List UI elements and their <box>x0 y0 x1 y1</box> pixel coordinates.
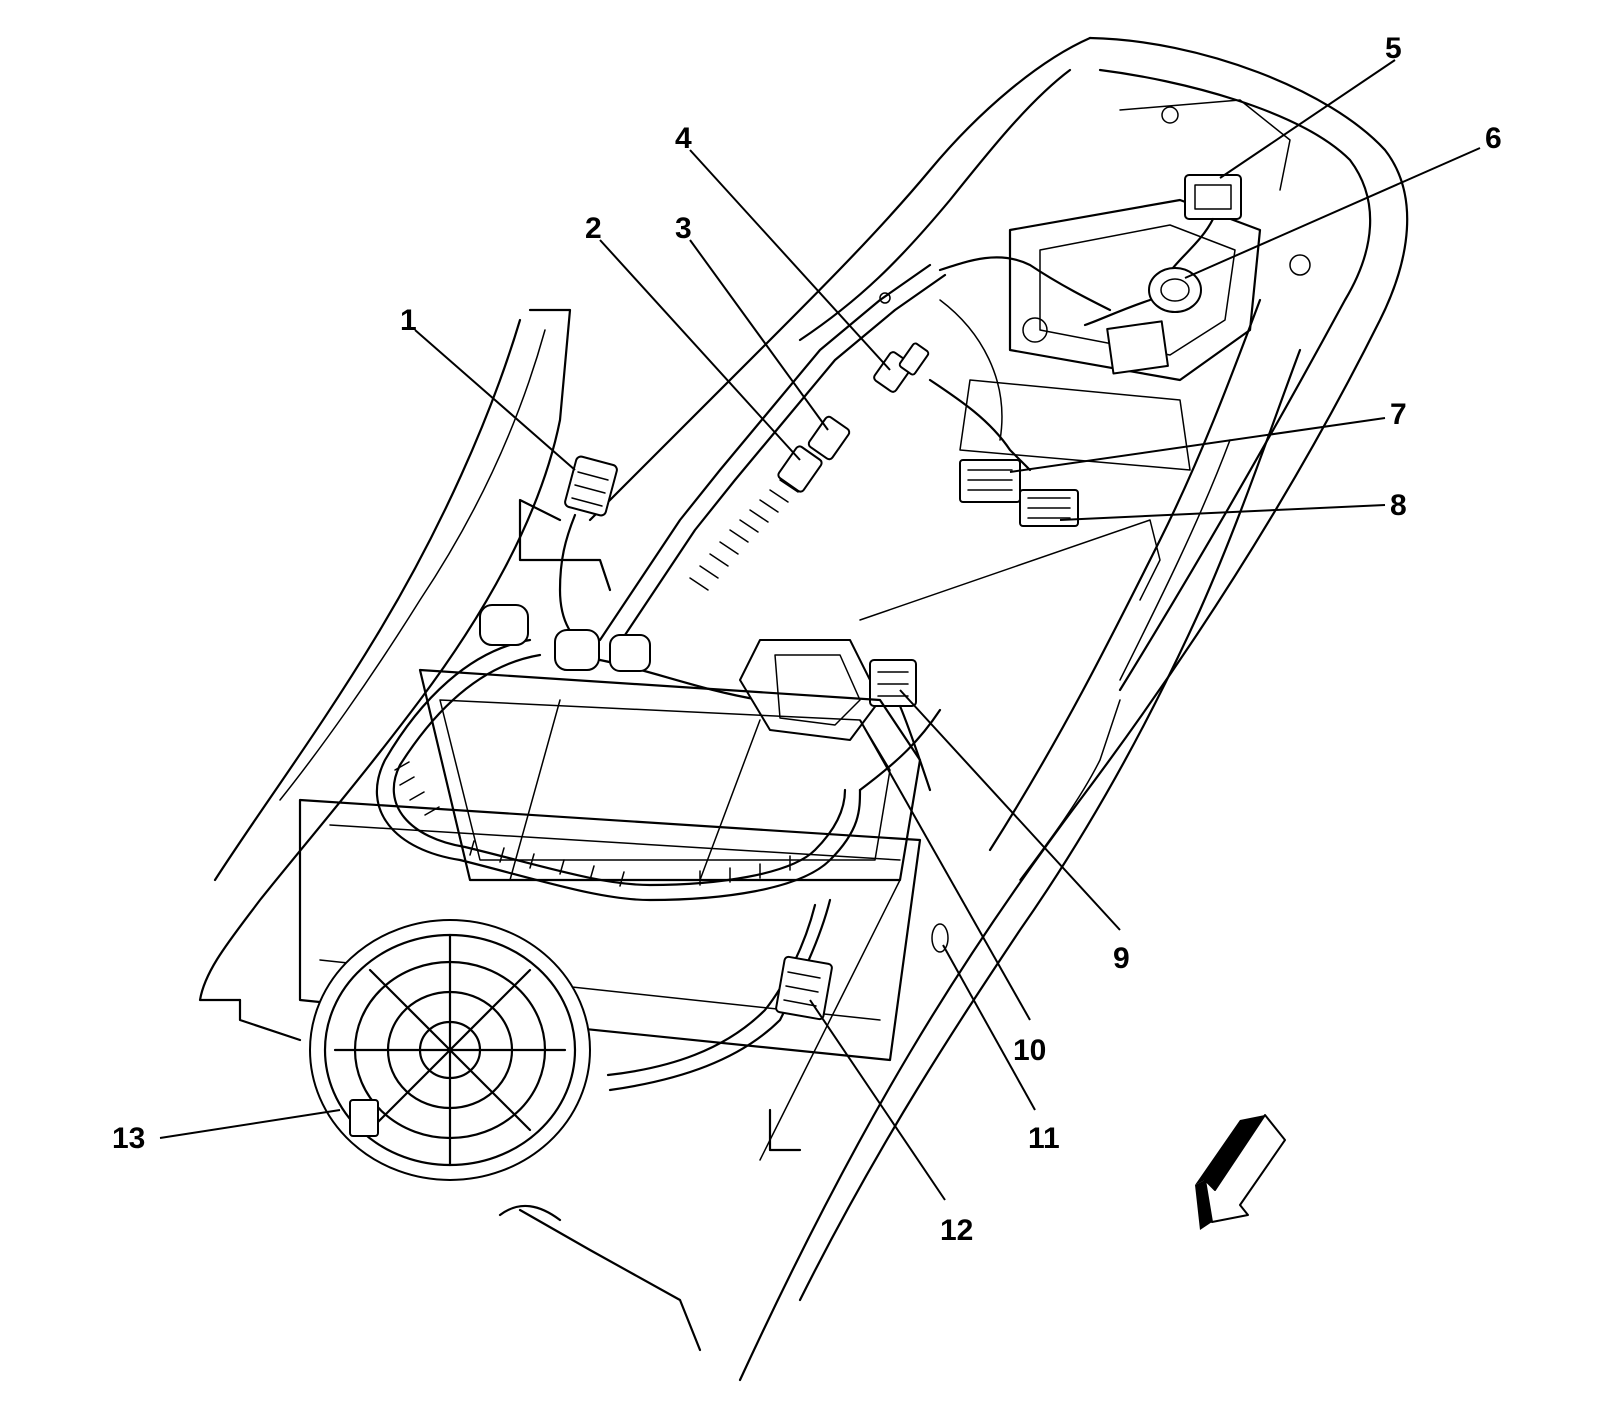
rear-connectors <box>959 174 1242 527</box>
main-harness <box>598 256 1112 652</box>
connector-6 <box>1148 267 1202 313</box>
leader-2 <box>599 239 801 461</box>
callout-7: 7 <box>1390 398 1407 431</box>
callout-2: 2 <box>585 212 602 245</box>
leader-7 <box>1009 417 1386 473</box>
leader-1 <box>414 329 576 471</box>
convoluted-conduit <box>689 469 809 591</box>
console-body <box>198 36 1409 1382</box>
callout-labels: 1 2 3 4 5 6 7 8 9 10 11 12 13 <box>112 32 1502 1247</box>
leader-6 <box>1184 147 1481 279</box>
leader-3 <box>689 239 829 431</box>
leader-9 <box>899 689 1121 931</box>
callout-8: 8 <box>1390 489 1407 522</box>
front-direction-arrow-icon <box>1195 1114 1286 1230</box>
leader-10 <box>859 719 1031 1021</box>
speaker-13 <box>309 919 591 1181</box>
callout-10: 10 <box>1013 1034 1046 1067</box>
callout-9: 9 <box>1113 942 1130 975</box>
side-connector-1 <box>518 455 618 662</box>
callout-5: 5 <box>1385 32 1402 65</box>
callout-4: 4 <box>675 122 692 155</box>
center-module <box>739 639 932 792</box>
leader-4 <box>689 149 891 371</box>
connector-12 <box>768 955 833 1152</box>
callout-6: 6 <box>1485 122 1502 155</box>
callout-11: 11 <box>1028 1122 1060 1155</box>
leader-lines <box>159 59 1481 1201</box>
callout-13: 13 <box>112 1122 145 1155</box>
leader-8 <box>1059 504 1386 521</box>
leader-12 <box>809 999 946 1201</box>
connector-7 <box>959 459 1021 503</box>
callout-12: 12 <box>940 1214 973 1247</box>
callout-1: 1 <box>400 304 417 337</box>
leader-11 <box>942 944 1036 1111</box>
leader-5 <box>1219 59 1396 179</box>
grommet-11 <box>931 923 949 953</box>
connector-5 <box>1184 174 1242 220</box>
callout-3: 3 <box>675 212 692 245</box>
leader-13 <box>159 1109 341 1139</box>
